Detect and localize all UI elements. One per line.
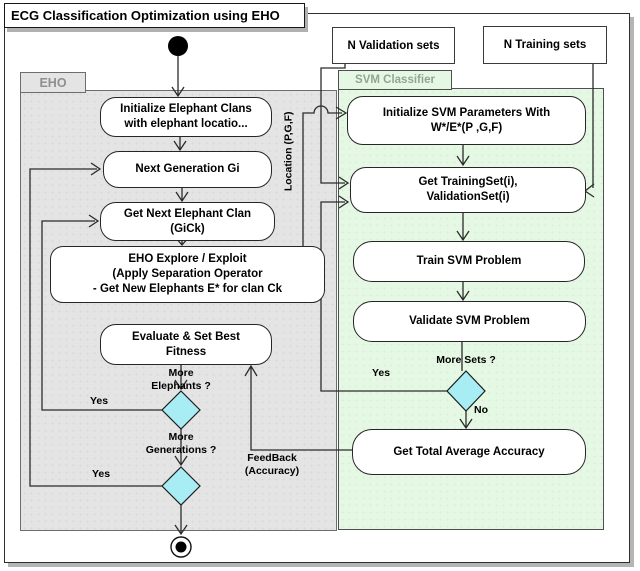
label-text: FeedBack <box>247 452 297 464</box>
edge-moreelephants-yes <box>41 214 162 411</box>
node-text: Evaluate & Set Best <box>131 330 240 343</box>
node-get-training-validation-set: Get TrainingSet(i), ValidationSet(i) <box>350 167 586 213</box>
label-more-generations: More Generations ? <box>126 431 236 456</box>
edge-moresets-no <box>459 411 473 430</box>
node-next-generation: Next Generation Gi <box>103 151 272 188</box>
label-text: Generations ? <box>145 443 217 456</box>
edge-initparams-getsets <box>456 143 470 167</box>
edge-nextgen-nextclan <box>175 186 189 203</box>
label-feedback: FeedBack (Accuracy) <box>227 452 317 477</box>
node-text: W*/E*(P ,G,F) <box>430 121 503 134</box>
node-text: Train SVM Problem <box>416 255 522 268</box>
node-text: (GiCk) <box>170 222 205 235</box>
node-text: Fitness <box>165 345 207 358</box>
decision-more-sets <box>446 370 486 412</box>
node-initialize-svm-parameters: Initialize SVM Parameters With W*/E*(P ,… <box>347 96 586 145</box>
node-text: (Apply Separation Operator <box>112 268 263 281</box>
node-text: Get Total Average Accuracy <box>393 445 545 458</box>
training-sets-box: N Training sets <box>483 26 607 64</box>
edge-training-getsets <box>583 62 595 198</box>
label-location: Location (P,G,F) <box>282 111 295 192</box>
node-text: - Get New Elephants E* for clan Ck <box>92 282 283 295</box>
edge-moregens-yes <box>29 162 163 487</box>
node-eho-explore-exploit: EHO Explore / Exploit (Apply Separation … <box>50 246 325 303</box>
label-yes-elephants: Yes <box>90 395 109 407</box>
label-text: More <box>168 367 194 379</box>
edge-getsets-train <box>456 211 470 242</box>
node-text: Next Generation Gi <box>135 163 240 176</box>
node-text: Validate SVM Problem <box>409 315 530 328</box>
initial-node-icon <box>168 36 188 56</box>
node-text: EHO Explore / Exploit <box>128 253 247 266</box>
edge-initclans-nextgen <box>173 135 187 152</box>
label-more-sets: More Sets ? <box>436 354 496 366</box>
decision-more-elephants <box>161 390 201 430</box>
node-get-next-elephant-clan: Get Next Elephant Clan (GiCk) <box>100 202 275 241</box>
edge-evaluate-moreelephants <box>174 363 188 391</box>
node-text: Initialize Elephant Clans <box>120 103 252 116</box>
label-more-elephants: More Elephants ? <box>131 367 231 392</box>
node-text: Initialize SVM Parameters With <box>382 106 551 119</box>
validation-sets-box: N Validation sets <box>332 27 455 64</box>
label-text: Elephants ? <box>151 379 211 392</box>
label-yes-generations: Yes <box>92 468 111 480</box>
svm-region-tab: SVM Classifier <box>338 70 452 90</box>
label-no-sets: No <box>474 404 488 416</box>
edge-validation-getsets <box>320 62 350 190</box>
node-text: Get Next Elephant Clan <box>123 207 252 220</box>
node-train-svm: Train SVM Problem <box>353 241 585 282</box>
node-text: ValidationSet(i) <box>426 191 510 203</box>
edge-explore-initparams <box>302 105 348 246</box>
edge-moreelephants-moregens <box>174 429 188 467</box>
label-text: More <box>168 431 194 443</box>
edge-feedback <box>244 364 352 451</box>
label-text: (Accuracy) <box>244 464 300 477</box>
node-get-total-average-accuracy: Get Total Average Accuracy <box>352 429 586 475</box>
diagram-title: ECG Classification Optimization using EH… <box>4 3 305 28</box>
node-validate-svm: Validate SVM Problem <box>353 301 586 342</box>
decision-more-generations <box>161 466 201 506</box>
node-text: with elephant locatio... <box>124 118 248 130</box>
node-initialize-elephant-clans: Initialize Elephant Clans with elephant … <box>100 97 272 137</box>
edge-moregens-end <box>174 505 188 536</box>
edge-start-initclans <box>171 56 185 98</box>
edge-train-validate <box>456 280 470 302</box>
node-text: Get TrainingSet(i), <box>418 176 518 189</box>
final-node-inner-icon <box>175 541 187 553</box>
diagram-frame <box>4 13 630 563</box>
eho-region-tab: EHO <box>20 72 86 93</box>
node-evaluate-best-fitness: Evaluate & Set Best Fitness <box>100 324 272 365</box>
label-yes-sets: Yes <box>372 367 391 379</box>
